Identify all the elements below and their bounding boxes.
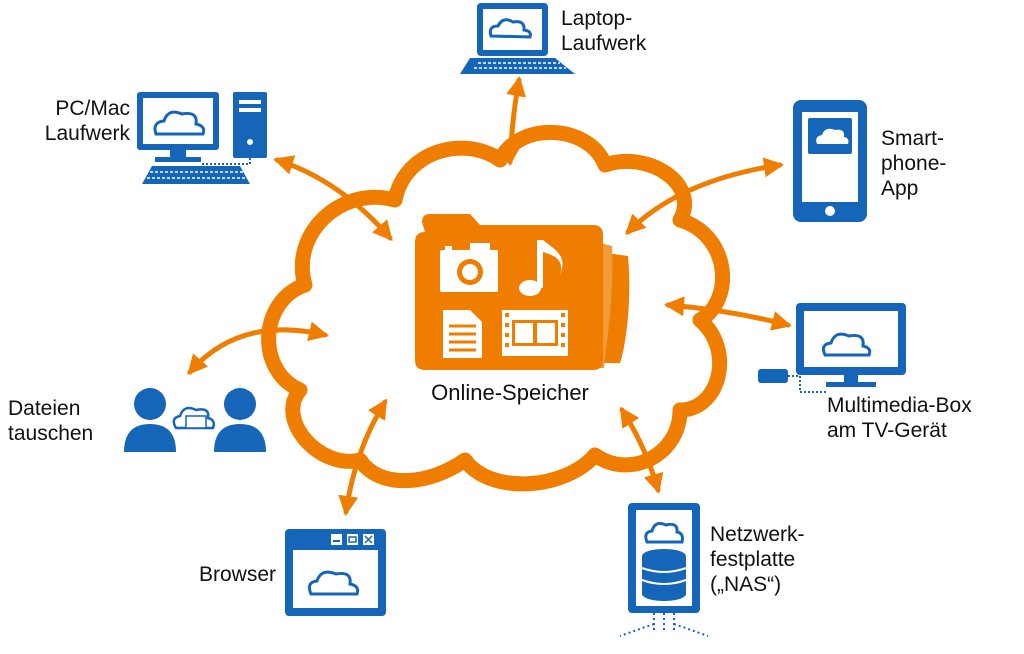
browser-cloud-icon xyxy=(285,529,386,616)
label-pc: PC/Mac Laufwerk xyxy=(44,97,130,145)
arrow-browser xyxy=(338,398,388,516)
music-note-icon xyxy=(519,240,563,296)
people-sharing-icon xyxy=(124,388,266,452)
label-multimedia: Multimedia-Box am TV-Gerät xyxy=(827,394,972,442)
film-strip-icon xyxy=(502,310,568,356)
label-nas: Netzwerk- festplatte („NAS“) xyxy=(710,523,805,596)
label-browser: Browser xyxy=(198,563,276,586)
label-laptop: Laptop- Laufwerk xyxy=(561,7,647,55)
arrow-share xyxy=(187,321,329,376)
label-smartphone: Smart- phone- App xyxy=(881,127,947,200)
arrow-pc xyxy=(273,155,393,242)
nas-cloud-icon xyxy=(619,503,709,637)
arrow-multimedia xyxy=(664,296,792,331)
arrow-nas xyxy=(619,406,664,494)
tv-box-cloud-icon xyxy=(758,303,906,393)
arrow-laptop xyxy=(500,76,526,166)
camera-icon xyxy=(440,243,498,292)
smartphone-cloud-icon xyxy=(793,100,867,222)
pc-cloud-icon xyxy=(137,92,267,184)
laptop-cloud-icon xyxy=(460,3,575,74)
label-share: Dateien tauschen xyxy=(8,397,94,445)
document-icon xyxy=(443,310,482,358)
center-label: Online-Speicher xyxy=(431,380,589,405)
arrow-smartphone xyxy=(625,157,784,235)
